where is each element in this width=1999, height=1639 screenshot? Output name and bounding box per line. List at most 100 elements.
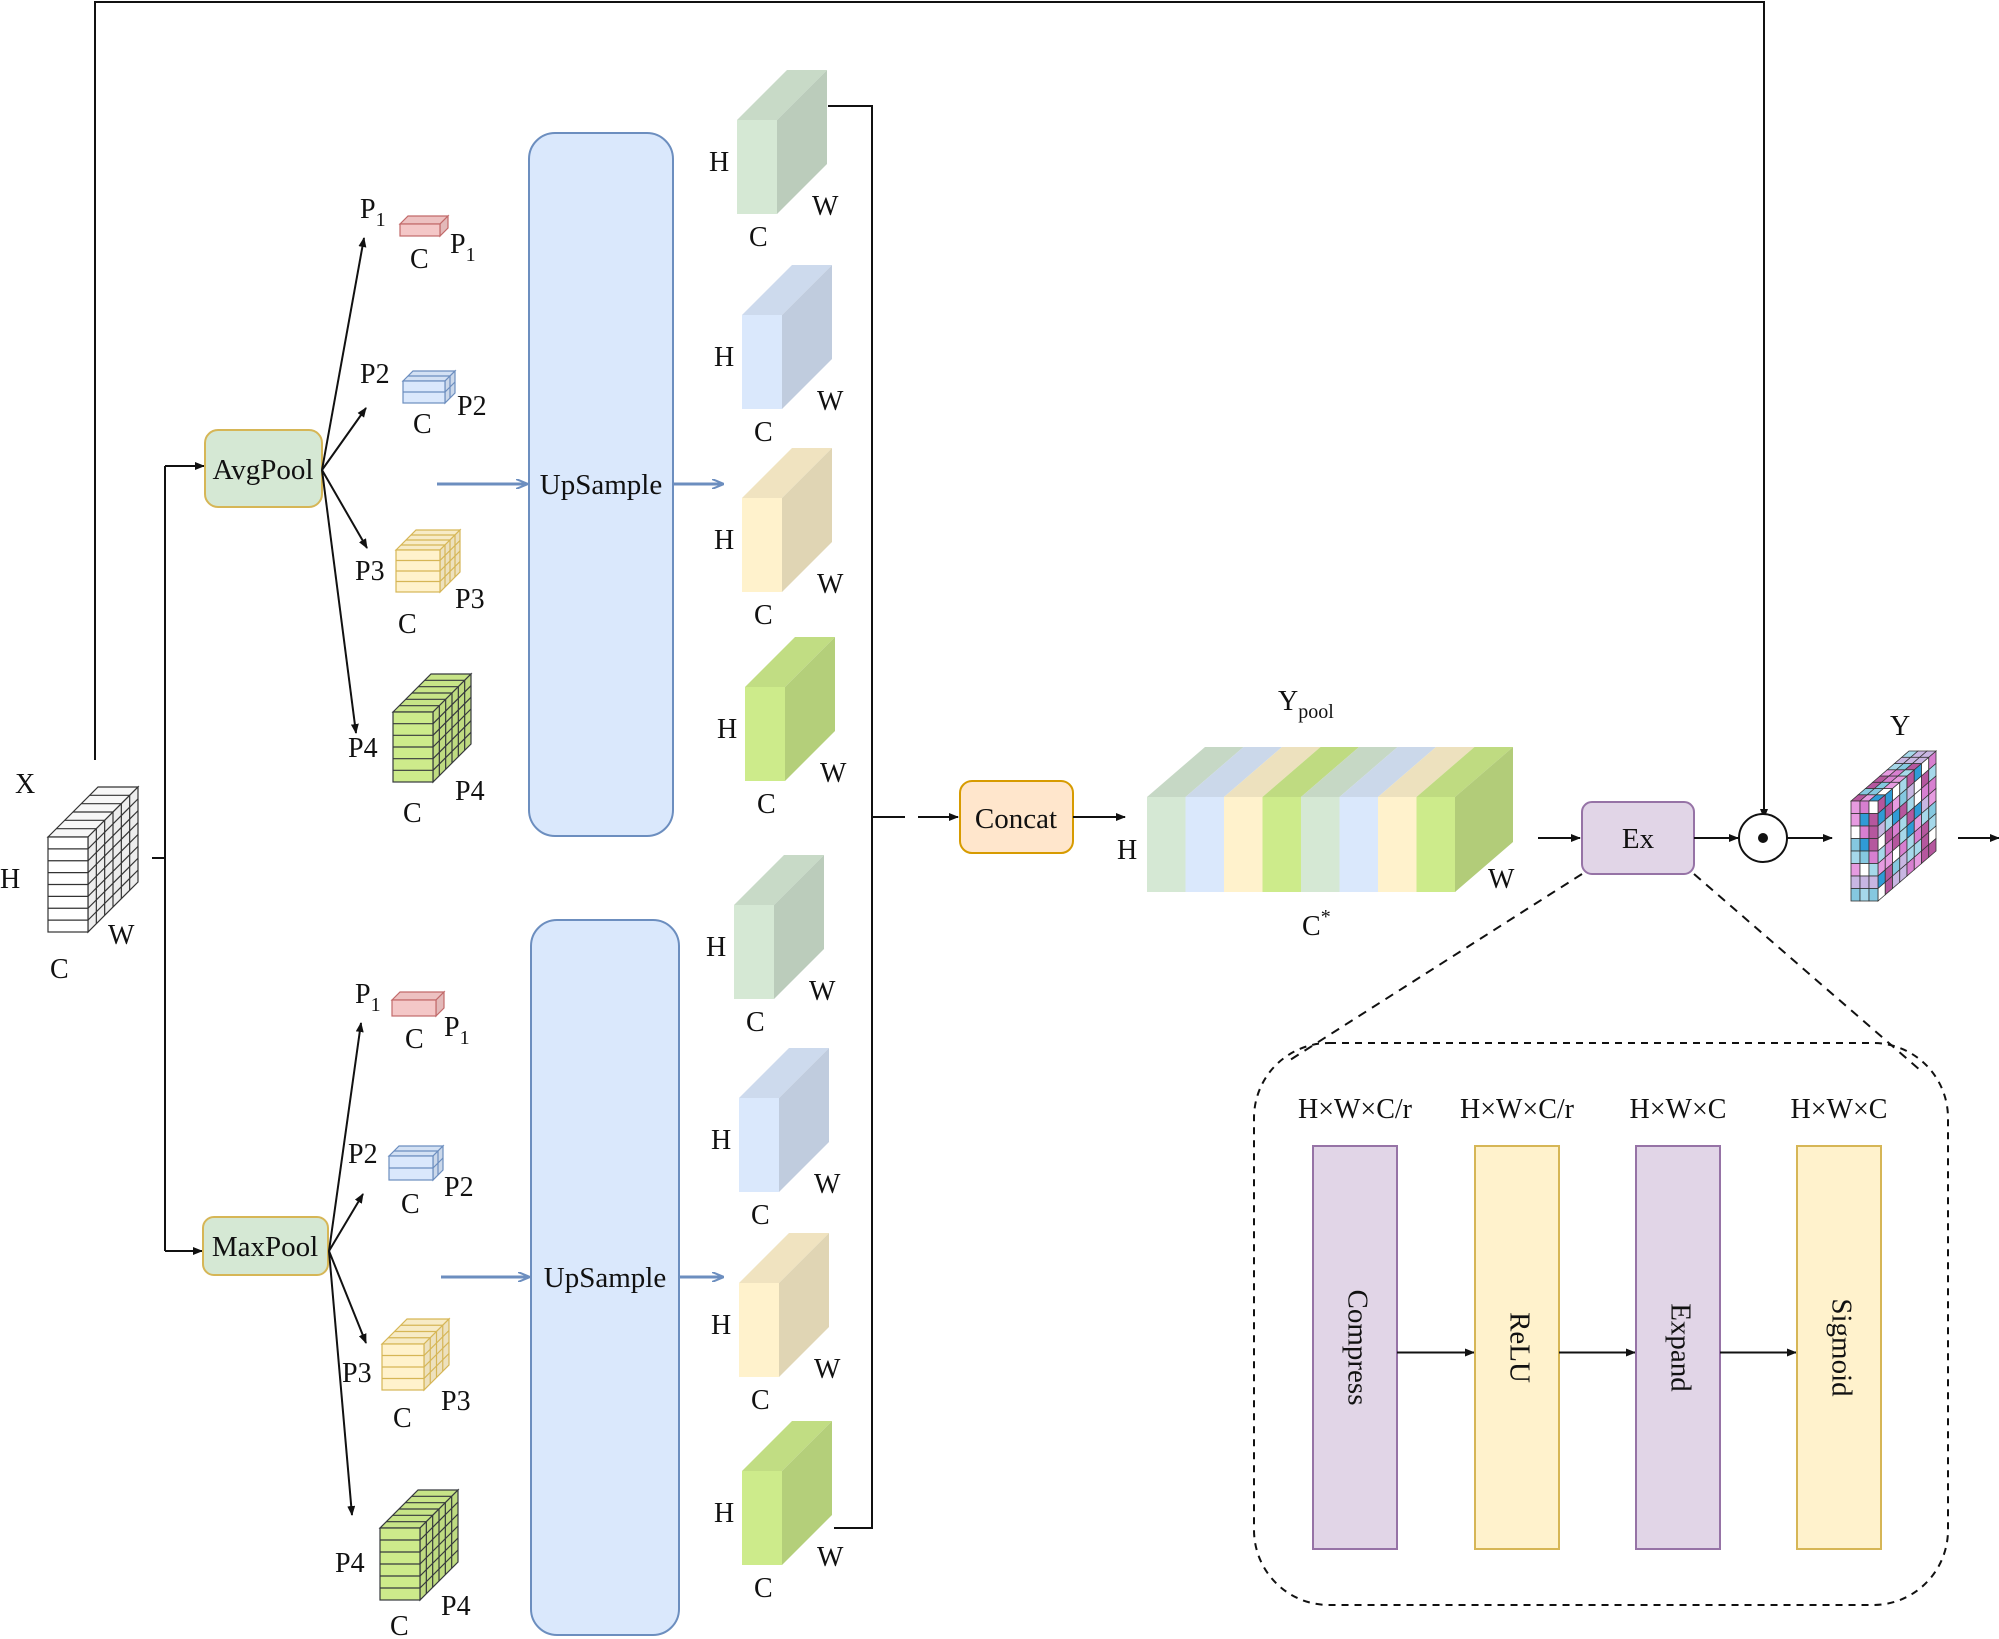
input-h-label: H (0, 864, 20, 895)
upsample-arrows (437, 484, 723, 1277)
p2-c-label: C (401, 1189, 420, 1220)
pyramid-cube-p4 (391, 672, 473, 784)
ex-stage-label: Sigmoid (1825, 1298, 1857, 1397)
output-cell (1868, 888, 1879, 902)
ex-label: Ex (1622, 823, 1655, 855)
input-label: X (15, 769, 35, 800)
output-c-label: C (749, 222, 768, 253)
output-cell (1918, 750, 1938, 758)
upsample-block-bottom[interactable]: UpSample (530, 919, 680, 1636)
ypool-channel-stripe (1378, 747, 1475, 892)
output-w-label: W (814, 1354, 841, 1385)
output-h-label: H (711, 1310, 731, 1341)
pyramid-cube-p4 (378, 1488, 460, 1602)
ex-stage-dim-label: H×W×C (1630, 1094, 1727, 1125)
p2-side-label: P2 (444, 1172, 474, 1203)
ypool-h-label: H (1117, 835, 1137, 866)
output-w-label: W (812, 191, 839, 222)
ex-block[interactable]: Ex (1581, 801, 1695, 875)
ex-stage-label: ReLU (1503, 1312, 1535, 1383)
upsample-block-top[interactable]: UpSample (528, 132, 674, 837)
ex-stage-box (1474, 1145, 1560, 1550)
upsampled-output-slab (742, 448, 832, 592)
pyramid-cube-p3 (394, 528, 462, 594)
ypool-tensor (1147, 747, 1513, 892)
output-c-label: C (754, 1573, 773, 1604)
output-cell (1928, 837, 1937, 859)
upsample-label: UpSample (540, 469, 662, 501)
p3-side-label: P3 (455, 584, 485, 615)
output-w-label: W (820, 758, 847, 789)
output-h-label: H (714, 342, 734, 373)
upsampled-output-slab (739, 1233, 829, 1377)
p3-label: P3 (342, 1358, 372, 1389)
output-cell (1850, 850, 1861, 864)
ex-stage-dim-label: H×W×C (1791, 1094, 1888, 1125)
ypool-channel-stripe (1301, 747, 1398, 892)
output-cell (1859, 850, 1870, 864)
p1-side-label: P1 (444, 1012, 470, 1049)
elementwise-multiply-node (1738, 813, 1788, 863)
pyramid-cube-p2 (387, 1144, 445, 1182)
ypool-channel-stripe (1339, 747, 1436, 892)
avgpool-pyramid-labels: P1 C P1 P2 C P2 P3 C P3 P4 C P4 (348, 194, 487, 829)
p4-c-label: C (403, 798, 422, 829)
p2-label: P2 (348, 1139, 378, 1170)
maxpool-upsampled-outputs (734, 855, 832, 1565)
output-cell (1850, 838, 1861, 852)
ex-stage-box (1312, 1145, 1398, 1550)
p2-c-label: C (413, 409, 432, 440)
p2-side-label: P2 (457, 391, 487, 422)
output-c-label: C (754, 417, 773, 448)
output-cell (1859, 800, 1870, 814)
p1-c-label: C (410, 244, 429, 275)
output-cell (1859, 875, 1870, 889)
ypool-w-label: W (1488, 864, 1515, 895)
upsampled-output-slab (745, 637, 835, 781)
output-cell (1859, 888, 1870, 902)
split-connector (152, 462, 205, 1255)
output-cell (1850, 875, 1861, 889)
ex-stage-sigmoid: Sigmoid H×W×C (1791, 1094, 1888, 1550)
p3-side-label: P3 (441, 1386, 471, 1417)
output-cell (1850, 813, 1861, 827)
upsampled-output-slab (739, 1048, 829, 1192)
output-cell (1868, 800, 1879, 814)
input-c-label: C (50, 954, 69, 985)
maxpool-block[interactable]: MaxPool (202, 1216, 329, 1276)
p1-label: P1 (355, 979, 381, 1016)
pyramid-cube-p1 (398, 214, 450, 238)
output-cell (1850, 800, 1861, 814)
avgpool-block[interactable]: AvgPool (204, 429, 323, 508)
output-w-label: W (809, 976, 836, 1007)
ex-stage-label: Compress (1341, 1290, 1373, 1406)
p3-label: P3 (355, 556, 385, 587)
output-h-label: H (714, 1498, 734, 1529)
p4-c-label: C (390, 1611, 409, 1639)
ex-stage-dim-label: H×W×C/r (1298, 1094, 1413, 1125)
concat-label: Concat (975, 803, 1057, 835)
output-cell (1868, 875, 1879, 889)
p2-label: P2 (360, 359, 390, 390)
ypool-channel-stripe (1185, 747, 1282, 892)
ex-detail-stages: CompressH×W×C/rReLUH×W×C/rExpandH×W×CSig… (1298, 1094, 1888, 1550)
output-cell (1859, 825, 1870, 839)
maxpool-label: MaxPool (212, 1231, 318, 1263)
output-cell (1868, 863, 1879, 877)
concat-bracket (828, 105, 959, 1529)
output-cell (1868, 825, 1879, 839)
output-c-label: C (746, 1007, 765, 1038)
p4-label: P4 (348, 733, 378, 764)
pyramid-cube-p2 (401, 369, 457, 405)
ex-stage-compress: Compress H×W×C/r (1298, 1094, 1413, 1550)
pyramid-cube-p1 (390, 990, 446, 1018)
output-cell (1868, 838, 1879, 852)
ypool-channel-stripe (1224, 747, 1321, 892)
avgpool-upsampled-outputs (737, 70, 835, 781)
avgpool-fanout-arrows (321, 237, 368, 734)
concat-block[interactable]: Concat (959, 780, 1074, 854)
output-cell (1850, 888, 1861, 902)
p1-side-label: P1 (450, 229, 476, 266)
